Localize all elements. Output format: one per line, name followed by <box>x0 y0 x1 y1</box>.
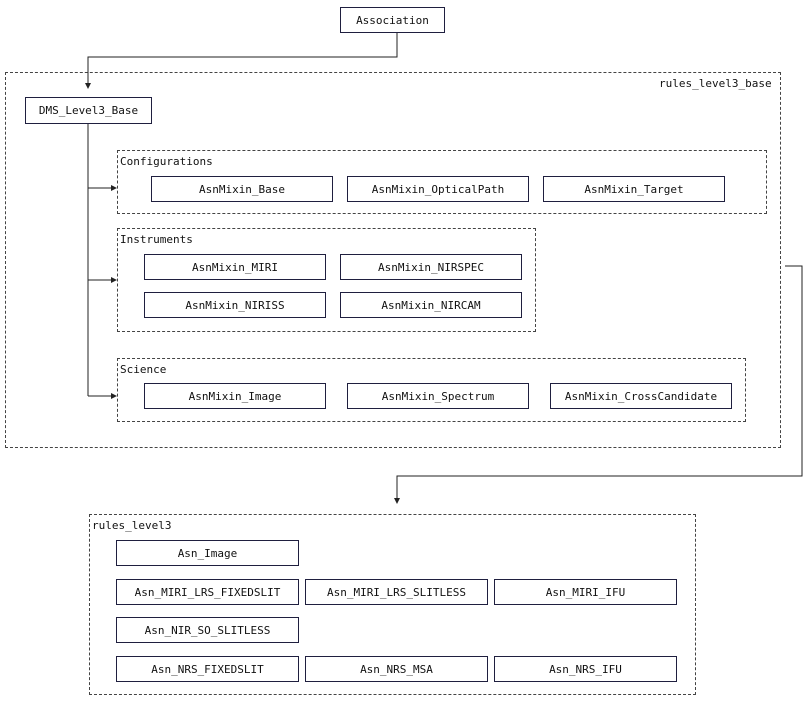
asnmixin-opticalpath-node[interactable]: AsnMixin_OpticalPath <box>347 176 529 202</box>
arrowhead-configurations <box>111 185 117 191</box>
asnmixin-spectrum-node[interactable]: AsnMixin_Spectrum <box>347 383 529 409</box>
asn-nrs-ifu-node[interactable]: Asn_NRS_IFU <box>494 656 677 682</box>
association-node[interactable]: Association <box>340 7 445 33</box>
arrowhead-level3 <box>394 498 400 504</box>
configurations-label: Configurations <box>120 155 213 168</box>
asn-nrs-msa-node[interactable]: Asn_NRS_MSA <box>305 656 488 682</box>
instruments-label: Instruments <box>120 233 193 246</box>
rules-level3-base-group <box>5 72 781 448</box>
arrowhead-dms-base <box>85 83 91 89</box>
asn-nrs-fixedslit-node[interactable]: Asn_NRS_FIXEDSLIT <box>116 656 299 682</box>
asnmixin-niriss-node[interactable]: AsnMixin_NIRISS <box>144 292 326 318</box>
asnmixin-base-node[interactable]: AsnMixin_Base <box>151 176 333 202</box>
configurations-group <box>117 150 767 214</box>
asn-miri-lrs-slitless-node[interactable]: Asn_MIRI_LRS_SLITLESS <box>305 579 488 605</box>
asnmixin-nirspec-node[interactable]: AsnMixin_NIRSPEC <box>340 254 522 280</box>
instruments-group <box>117 228 536 332</box>
rules-level3-base-label: rules_level3_base <box>659 77 772 90</box>
asn-miri-ifu-node[interactable]: Asn_MIRI_IFU <box>494 579 677 605</box>
rules-level3-group <box>89 514 696 695</box>
asnmixin-crosscandidate-node[interactable]: AsnMixin_CrossCandidate <box>550 383 732 409</box>
asnmixin-nircam-node[interactable]: AsnMixin_NIRCAM <box>340 292 522 318</box>
asnmixin-image-node[interactable]: AsnMixin_Image <box>144 383 326 409</box>
arrowhead-instruments <box>111 277 117 283</box>
asnmixin-target-node[interactable]: AsnMixin_Target <box>543 176 725 202</box>
science-label: Science <box>120 363 167 376</box>
asn-miri-lrs-fixedslit-node[interactable]: Asn_MIRI_LRS_FIXEDSLIT <box>116 579 299 605</box>
arrowhead-science <box>111 393 117 399</box>
asn-image-node[interactable]: Asn_Image <box>116 540 299 566</box>
asn-nir-so-slitless-node[interactable]: Asn_NIR_SO_SLITLESS <box>116 617 299 643</box>
asnmixin-miri-node[interactable]: AsnMixin_MIRI <box>144 254 326 280</box>
edge-base-to-level3 <box>396 265 803 498</box>
dms-level3-base-node[interactable]: DMS_Level3_Base <box>25 97 152 124</box>
edge-association-to-dms-base <box>87 33 398 83</box>
rules-level3-label: rules_level3 <box>92 519 172 532</box>
science-group <box>117 358 746 422</box>
